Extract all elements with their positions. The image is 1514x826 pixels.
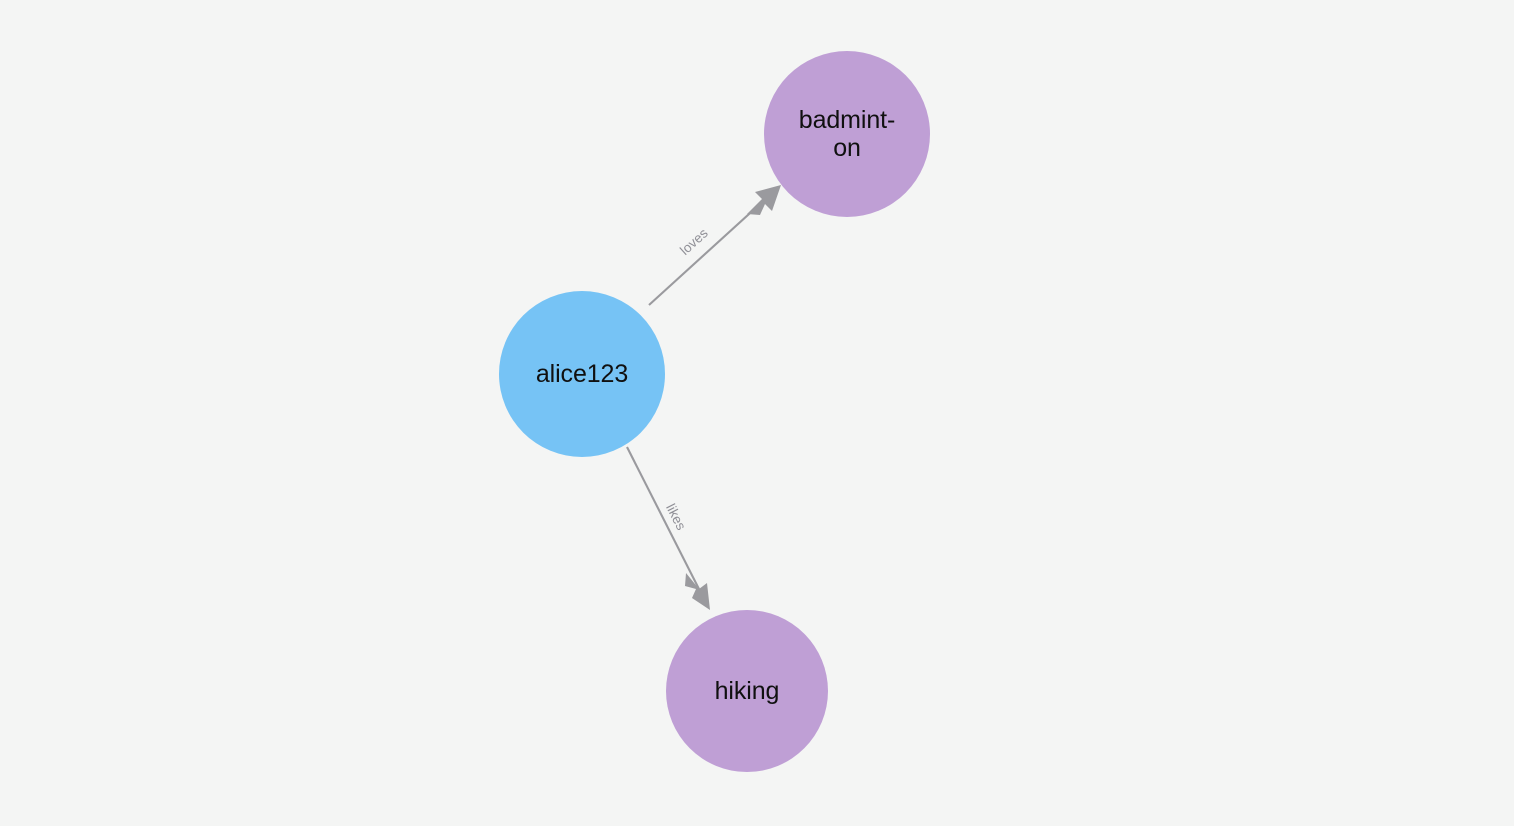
graph-node-label-badminton: badmint- on <box>798 106 896 162</box>
graph-node-label-hiking: hiking <box>714 677 780 705</box>
graph-node-badminton[interactable]: badmint- on <box>764 51 930 217</box>
graph-node-hiking[interactable]: hiking <box>666 610 828 772</box>
edge-line-likes[interactable] <box>626 446 702 594</box>
graph-node-alice123[interactable]: alice123 <box>499 291 665 457</box>
graph-node-label-alice123: alice123 <box>535 360 629 388</box>
edge-arrowhead-loves <box>747 185 781 215</box>
edge-arrowhead-likes <box>685 573 710 610</box>
graph-edge-loves[interactable]: loves <box>648 185 781 306</box>
graph-edge-likes[interactable]: likes <box>626 446 710 610</box>
